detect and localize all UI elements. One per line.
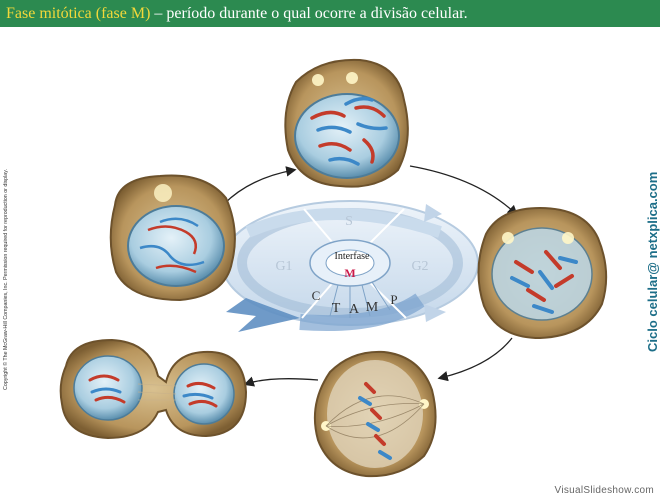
cell-interphase [109, 174, 236, 302]
cell-cytokinesis [59, 338, 248, 440]
wheel-big-arrow [226, 298, 300, 332]
label-s: S [345, 214, 353, 229]
wheel-arrowhead-right [424, 204, 442, 222]
cell-metaphase [313, 350, 437, 478]
label-m2: M [366, 300, 379, 315]
cell-prometaphase [477, 206, 608, 340]
label-interphase: Interfase [335, 251, 371, 262]
title-rest: – período durante o qual ocorre a divisã… [150, 5, 468, 22]
arrow-prometaphase-to-metaphase [437, 337, 513, 382]
label-m: M [344, 266, 355, 280]
label-p: P [390, 292, 397, 307]
cycle-arrows [223, 165, 518, 387]
slide-title: Fase mitótica (fase M) – período durante… [0, 0, 660, 27]
wheel-arrowhead-bottom [424, 304, 446, 322]
cycle-wheel: S G1 G2 Interfase M C T A M P [221, 200, 479, 332]
arrow-interphase-to-prophase [223, 166, 297, 205]
arrow-prophase-to-prometaphase [409, 165, 518, 216]
watermark: VisualSlideshow.com [554, 485, 654, 496]
label-g2: G2 [411, 259, 428, 274]
cell-prophase [284, 58, 409, 188]
label-t: T [332, 301, 341, 316]
arrow-metaphase-to-cytokinesis [243, 376, 319, 387]
label-a: A [349, 302, 360, 317]
label-g1: G1 [275, 259, 292, 274]
label-c: C [312, 288, 321, 303]
title-highlight: Fase mitótica (fase M) [6, 5, 151, 22]
